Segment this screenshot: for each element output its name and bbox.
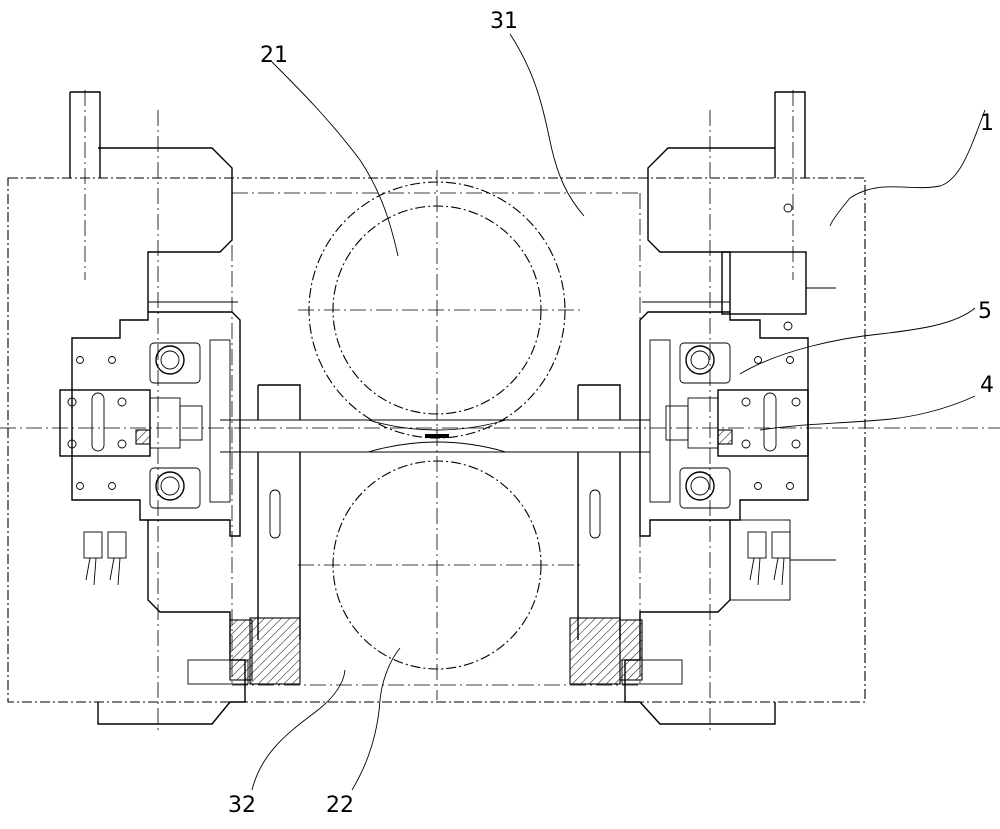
left-lower-chock — [97, 520, 249, 725]
label-31: 31 — [490, 9, 518, 34]
label-5: 5 — [978, 299, 992, 324]
right-spindle — [569, 384, 643, 685]
lower-roll-22 — [332, 460, 542, 670]
roll-gap — [220, 419, 650, 453]
left-proximity-sensors — [83, 531, 127, 586]
right-proximity-sensors — [729, 519, 836, 601]
left-upper-chock — [71, 147, 241, 537]
left-spindle — [229, 384, 301, 685]
label-22: 22 — [326, 793, 354, 818]
label-21: 21 — [260, 43, 288, 68]
leader-lines — [251, 33, 986, 791]
right-sensor-block — [665, 356, 809, 490]
reference-labels: 21 31 1 5 4 32 22 — [228, 9, 994, 818]
label-4: 4 — [980, 373, 994, 398]
label-32: 32 — [228, 793, 256, 818]
top-posts — [69, 91, 806, 178]
label-1: 1 — [980, 111, 994, 136]
right-lower-chock — [621, 520, 776, 725]
right-upper-chock — [639, 147, 836, 537]
left-sensor-block — [59, 356, 203, 490]
